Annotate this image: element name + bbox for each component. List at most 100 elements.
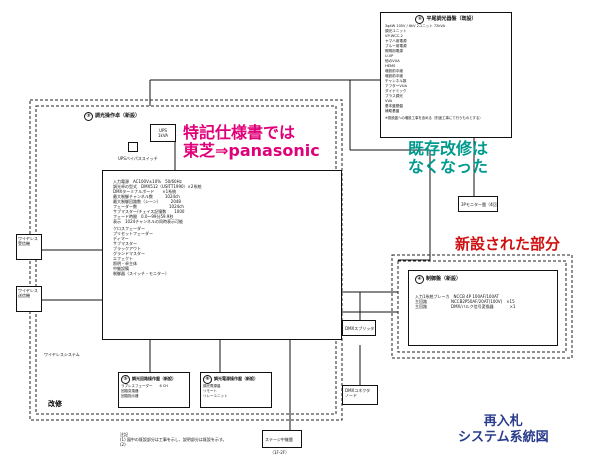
dimmer-panel-row: アフターVUA bbox=[385, 84, 407, 88]
dimmer-panel-subtitle: 3φ4W 105V / 6kV 2ユニット 72kVA bbox=[385, 24, 445, 28]
dmx-splitter-box: DMXスプリッタ bbox=[342, 320, 376, 336]
console-item-row: エフェクト bbox=[113, 256, 133, 261]
dimmer-panel-row: ブルー用電源 bbox=[385, 44, 407, 48]
wireless-transmitter-type: 送信機 bbox=[18, 293, 30, 298]
console-spec-row: 調光卓の型式 DMX512（USITT1990）×2系統 bbox=[113, 184, 202, 189]
dimmer-panel-row: 照明用電源 bbox=[385, 49, 403, 53]
dimmer-panel-row: プラス調光 bbox=[385, 94, 403, 98]
dimmer-panel-row: VVA bbox=[385, 99, 393, 103]
wireless-receiver: ワイヤレス 受信機 bbox=[16, 234, 42, 260]
rebid-line2: システム系統図 bbox=[458, 430, 549, 445]
wireless-receiver-label: ワイヤレス bbox=[18, 236, 38, 241]
notes-line2: (2) bbox=[120, 442, 126, 447]
wireless-system-label: ワイヤレスシステム bbox=[44, 352, 80, 357]
new-section-label: 新設された部分 bbox=[455, 235, 561, 253]
console-item-row: サブマスター bbox=[113, 241, 137, 246]
control-panel-row: 入力1系統ブレーカ NCCB 4P 100AF/100AT bbox=[415, 294, 499, 299]
wireless-receiver-type: 受信機 bbox=[18, 241, 30, 246]
wireless-transmitter-label: ワイヤレス bbox=[18, 288, 38, 293]
dmx-connector-label: DMXコネクタ bbox=[345, 388, 371, 393]
spec-note-line2: 東芝⇒panasonic bbox=[183, 141, 320, 160]
dimmer-panel-row: U-VP bbox=[385, 54, 394, 58]
console-spec-row: フェーダー数 1024ch bbox=[113, 204, 184, 209]
console-item-row: 中継設備 bbox=[113, 266, 129, 271]
dimmer-panel-row: 補助基盤 bbox=[385, 109, 400, 113]
notes-head: 注記 bbox=[120, 432, 128, 437]
console-item-list: クロスフェーダープリセットフェーダーディマーサブマスターブラックアウトグランドマ… bbox=[113, 226, 331, 276]
dimmer-panel-row: ダイナミック bbox=[385, 89, 407, 93]
dimmer-panel-row: ヤマハ用電源 bbox=[385, 39, 407, 43]
control-panel-row: 主回路 DMX/バルク信号変換器 ×1 bbox=[415, 304, 516, 309]
dimmer-panel-row: 他のVUA bbox=[385, 59, 400, 63]
dimmer-panel-row: HEMS bbox=[385, 64, 396, 68]
dimmer-panel-row: VP-WCC-2 bbox=[385, 34, 403, 38]
number-badge: ⑤ bbox=[121, 375, 130, 384]
ups-switch-box bbox=[128, 142, 138, 152]
console-item-row: クロスフェーダー bbox=[113, 226, 145, 231]
console-spec-row: 最大制御チャンネル数 1024ch bbox=[113, 194, 180, 199]
ups-box: UPS 1kVA bbox=[150, 124, 176, 142]
ups-switch-label: UPSバイパススイッチ bbox=[118, 156, 158, 161]
new-zone-inner bbox=[397, 260, 567, 353]
dmx-connector-box: DMXコネクタ ノード bbox=[342, 385, 378, 405]
dimmer-panel-row: 増設前中継 bbox=[385, 69, 403, 73]
existing-note-line1: 既存改修は bbox=[408, 139, 489, 158]
console-spec-row: 入力電源 AC100V±10% 50/60Hz bbox=[113, 179, 182, 184]
dimmer-power-row: リモート bbox=[203, 389, 217, 393]
console-spec-row: DMXターミナルボード ×1系統 bbox=[113, 189, 177, 194]
console-spec-row: フェード時間 0.0〜99分59.9秒 bbox=[113, 214, 174, 219]
stage-relay-box: ステージ中継盤 bbox=[262, 430, 302, 448]
console-item-row: 制御器（スイッチ・モニター） bbox=[113, 271, 169, 276]
monitor-panel-label: 3Pモニター盤（4回） bbox=[461, 202, 501, 207]
rebid-line1: 再入札 bbox=[483, 414, 523, 429]
notes: 注記 (1) 図中の既設部分は工事を示し、説明部分は既設を示す。 (2) bbox=[120, 432, 227, 447]
dmx-node-label: ノード bbox=[345, 393, 357, 398]
ups-capacity: 1kVA bbox=[157, 133, 169, 138]
number-badge: ④ bbox=[415, 275, 424, 284]
console-item-row: ブラックアウト bbox=[113, 246, 141, 251]
renovation-zone-inner bbox=[35, 105, 337, 415]
console-item-row: グランドマスター bbox=[113, 251, 145, 256]
console-spec-row: サブマスター/チェイス記憶数 1000 bbox=[113, 209, 185, 214]
dimmer-power-row: リレーユニット bbox=[203, 394, 228, 398]
renovation-zone-outline bbox=[29, 99, 343, 421]
dimmer-panel-row: 増設前中継 bbox=[385, 74, 403, 78]
new-zone-outline bbox=[391, 254, 573, 359]
dimmer-panel-row: 基本盤基盤 bbox=[385, 104, 403, 108]
number-badge: ⑥ bbox=[203, 375, 212, 384]
dimmer-power-row: 調光電源盤 bbox=[203, 384, 221, 388]
console-spec-row: 最大制御回路数（シーン） 2048 bbox=[113, 199, 181, 204]
existing-note-line2: なくなった bbox=[408, 157, 489, 176]
rebid-title: 再入札 システム系統図 bbox=[458, 414, 549, 446]
number-badge: ① bbox=[415, 15, 425, 24]
control-panel-row: 主回路 NCCB2P50AF/20AT(100V) ×15 bbox=[415, 299, 515, 304]
stage-relay-label: ステージ中継盤 bbox=[265, 437, 293, 442]
console-item-row: ディマー bbox=[113, 236, 129, 241]
number-badge: ③ bbox=[84, 112, 93, 121]
spec-note: 特記仕様書では 東芝⇒panasonic bbox=[183, 124, 320, 160]
stage-relay-caption: （1F-2F） bbox=[270, 450, 290, 455]
console-item-row: プリセットフェーダー bbox=[113, 231, 153, 236]
dimmer-circuit-row: 回路変換器 bbox=[121, 389, 139, 393]
console-spec-row: 表示 1024チャンネルの同時表示可能 bbox=[113, 219, 184, 224]
dimmer-circuit-row: 回路指示器 bbox=[121, 394, 139, 398]
dimmer-panel-row: 調光ユニット bbox=[385, 29, 407, 33]
wireless-transmitter: ワイヤレス 送信機 bbox=[16, 286, 42, 312]
dmx-splitter-label: DMXスプリッタ bbox=[345, 326, 375, 331]
dimmer-circuit-row: ラブレスフェーダー 6 CH bbox=[121, 384, 168, 388]
